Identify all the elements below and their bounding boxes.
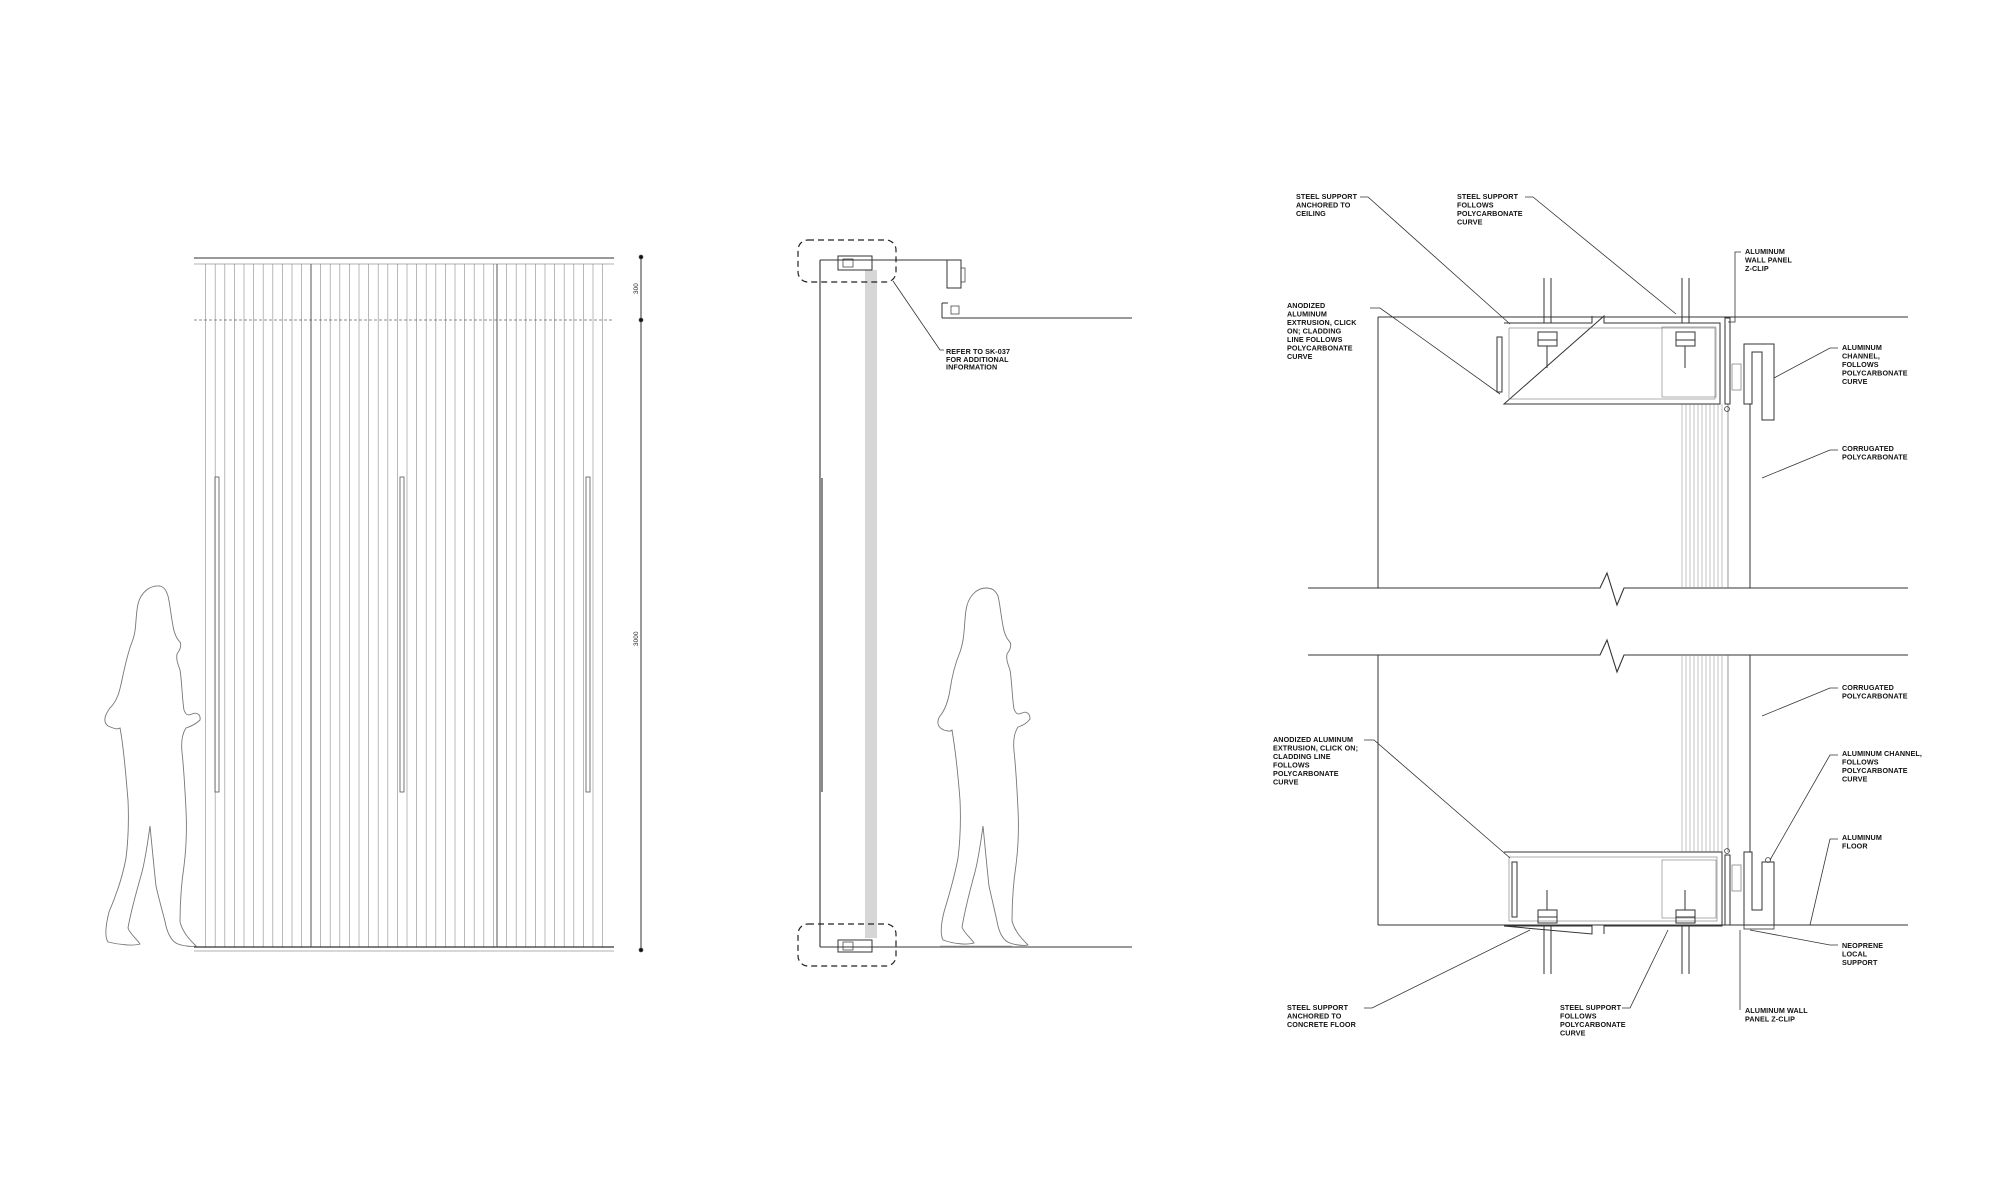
detail-callout-top: [797, 239, 897, 283]
label-aluminum-zclip-bottom: ALUMINUM WALL PANEL Z-CLIP: [1745, 1006, 1810, 1024]
dim-text-top-band: 300: [633, 283, 640, 294]
section-view: REFER TO SK-037 FOR ADDITIONAL INFORMATI…: [797, 239, 1132, 967]
bottom-bolt-1: [1537, 909, 1558, 918]
label-corrugated-bottom: CORRUGATED POLYCARBONATE: [1842, 683, 1908, 701]
door-handles: [214, 476, 591, 793]
label-steel-support-ceiling: STEEL SUPPORT ANCHORED TO CEILING: [1296, 192, 1359, 218]
detail-callout-bottom: [797, 923, 897, 967]
bottom-bracket-inner: [842, 941, 854, 951]
bottom-bolt-2b: [1675, 916, 1696, 924]
label-neoprene: NEOPRENE LOCAL SUPPORT: [1842, 941, 1885, 967]
handle-3: [585, 476, 591, 793]
bottom-bolt-2: [1675, 909, 1696, 918]
label-anodized-bottom: ANODIZED ALUMINUM EXTRUSION, CLICK ON; C…: [1273, 735, 1360, 787]
top-support-assembly: [1496, 278, 1775, 421]
bottom-fastener: [1724, 848, 1730, 854]
label-steel-support-curve-bottom: STEEL SUPPORT FOLLOWS POLYCARBONATE CURV…: [1560, 1003, 1628, 1038]
handle-2: [399, 476, 405, 793]
front-elevation: 300 3000: [104, 254, 644, 953]
elevation-dimension: 300 3000: [633, 254, 644, 953]
top-steel-box-inner: [1508, 327, 1716, 400]
label-aluminum-floor: ALUMINUM FLOOR: [1842, 833, 1884, 851]
top-aluminum-channel: [1743, 343, 1775, 421]
dim-tick-top: [638, 254, 644, 260]
bottom-steel-box: [1503, 851, 1723, 935]
top-fastener: [1724, 406, 1730, 412]
dim-text-main-height: 3000: [633, 631, 640, 646]
top-zclip: [1724, 317, 1731, 405]
human-silhouette-left: [104, 585, 201, 947]
top-bracket-inner: [842, 258, 854, 268]
label-anodized-top: ANODIZED ALUMINUM EXTRUSION, CLICK ON; C…: [1287, 301, 1359, 361]
label-corrugated-top: CORRUGATED POLYCARBONATE: [1842, 444, 1908, 462]
bottom-bracket: [837, 939, 873, 953]
top-bolt-2: [1675, 331, 1696, 341]
dim-tick-mid: [638, 317, 644, 323]
top-plate-right: [1661, 326, 1717, 398]
bottom-steel-box-inner: [1508, 856, 1718, 922]
ceiling-bulkhead: [946, 259, 962, 289]
top-bracket: [837, 255, 873, 271]
dim-tick-bottom: [638, 947, 644, 953]
section-cladding-lines: [865, 270, 877, 938]
bottom-plate-right: [1661, 859, 1717, 919]
neoprene-pad: [1743, 924, 1775, 930]
top-bolt-1: [1537, 331, 1558, 341]
top-steel-box: [1502, 314, 1721, 405]
top-bolt-2b: [1675, 339, 1696, 347]
label-aluminum-channel-top: ALUMINUM CHANNEL, FOLLOWS POLYCARBONATE …: [1842, 343, 1910, 386]
ceiling-bulkhead-cap: [960, 267, 966, 283]
ceiling-return: [941, 302, 948, 318]
bottom-channel-fixing: [1731, 864, 1742, 892]
handle-1: [214, 476, 220, 793]
break-line-top: [1308, 571, 1908, 607]
label-steel-support-curve-top: STEEL SUPPORT FOLLOWS POLYCARBONATE CURV…: [1457, 192, 1525, 227]
ceiling-fixing: [950, 305, 960, 315]
connection-detail: STEEL SUPPORT ANCHORED TO CEILING STEEL …: [1273, 192, 1924, 1038]
bottom-anodized-extrusion: [1511, 861, 1518, 918]
label-steel-support-floor: STEEL SUPPORT ANCHORED TO CONCRETE FLOOR: [1287, 1003, 1357, 1029]
section-note-leader: [892, 280, 944, 351]
bottom-bolt-1b: [1537, 916, 1558, 924]
top-bolt-1b: [1537, 339, 1558, 347]
elevation-panel-lines: [205, 264, 603, 947]
leader-lines: [1360, 196, 1838, 1010]
section-note: REFER TO SK-037 FOR ADDITIONAL INFORMATI…: [946, 347, 1012, 372]
top-channel-fixing: [1731, 363, 1742, 391]
bottom-support-assembly: [1503, 848, 1775, 974]
human-silhouette-middle: [937, 587, 1031, 946]
top-anodized-extrusion: [1496, 336, 1503, 393]
label-aluminum-zclip-top: ALUMINUM WALL PANEL Z-CLIP: [1745, 247, 1794, 273]
bottom-zclip: [1724, 854, 1731, 926]
break-line-bottom: [1308, 638, 1908, 674]
corrugated-polycarbonate-lines: [1681, 404, 1723, 852]
bottom-aluminum-channel: [1743, 851, 1775, 926]
label-aluminum-channel-bottom: ALUMINUM CHANNEL, FOLLOWS POLYCARBONATE …: [1842, 749, 1924, 784]
